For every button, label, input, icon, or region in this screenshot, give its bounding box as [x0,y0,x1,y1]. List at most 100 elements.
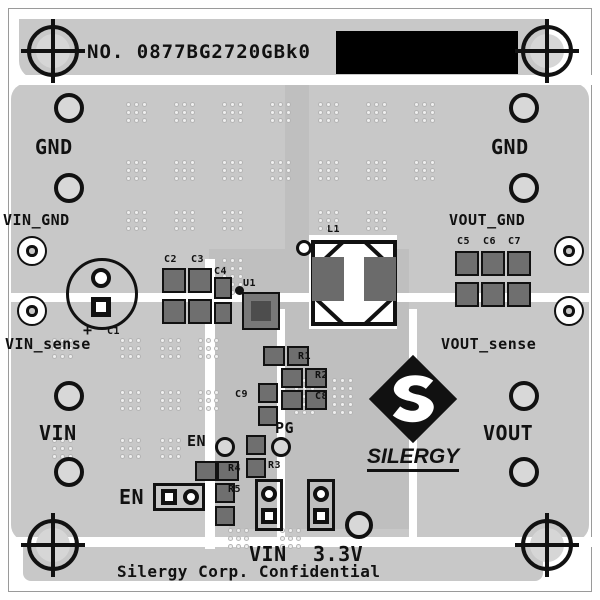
pad-l1-left [312,257,344,301]
pad-r3-top [246,435,266,455]
via-cluster [223,103,245,125]
pad-c9-bottom [258,406,278,426]
silk-pg-label: PG [275,419,295,437]
silk-c8-designator: C8 [315,391,329,402]
pad-r1-right [287,346,309,366]
mask-gap-u1-left [205,259,215,549]
testpoint-vout-gnd[interactable] [554,236,584,266]
footprint-en-jumper[interactable] [153,483,205,511]
pad-c9-top [258,383,278,403]
pad-c2-bottom [162,299,186,324]
terminal-label-vout-sense: VOUT_sense [441,335,537,353]
testpoint-vin-gnd[interactable] [17,236,47,266]
terminal-label-vin-gnd: VIN_GND [3,211,70,229]
pad-c7-bottom [507,282,531,307]
fiducial-top-right [515,19,579,83]
pcb-board: NO. 0877BG2720GBk0 GND VIN_GND VIN_sense… [3,8,593,592]
pad-vin-header-pin1[interactable] [261,486,277,502]
via-cluster [271,161,293,183]
pad-c6-bottom [481,282,505,307]
terminal-hole-gnd-right-upper[interactable] [509,93,539,123]
via-cluster [367,161,389,183]
pad-u1-center [251,301,271,321]
pad-c5-bottom [455,282,479,307]
terminal-hole-vin-upper[interactable] [54,381,84,411]
via-cluster [319,161,341,183]
silk-en-jumper-label: EN [119,485,145,509]
via-cluster [367,103,389,125]
pad-r4-left [195,461,217,481]
testpoint-pg[interactable] [271,437,291,457]
pad-r5-top [215,483,235,503]
terminal-hole-vout-lower[interactable] [509,457,539,487]
terminal-label-vout: VOUT [483,421,534,445]
via-cluster [271,103,293,125]
terminal-hole-vin-lower[interactable] [54,457,84,487]
terminal-label-vin-sense: VIN_sense [5,335,91,353]
pad-c1-positive [91,268,111,288]
mask-gap-top-strip [9,75,593,85]
silergy-wordmark: SILERGY [367,446,460,472]
via-cluster [415,103,437,125]
via-cluster [121,391,143,413]
via-cluster [161,339,183,361]
pad-c3-bottom [188,299,212,324]
via-cluster [53,339,75,361]
footprint-c1 [66,258,138,330]
pad-v33-header-pin1[interactable] [313,486,329,502]
pad-c8-right [305,390,327,410]
pad-c4-top [214,277,232,299]
silk-c3-designator: C3 [191,254,205,265]
pad-c1-negative [91,297,111,317]
terminal-hole-gnd-left-lower[interactable] [54,173,84,203]
silk-c1-designator: C1 [107,326,121,337]
via-cluster [121,439,143,461]
terminal-label-vout-gnd: VOUT_GND [449,211,526,229]
via-cluster [229,529,251,551]
via-cluster [199,391,221,413]
silk-c9-designator: C9 [235,389,249,400]
via-cluster [223,161,245,183]
pad-en-jumper-pin1[interactable] [161,489,177,505]
pad-c6-top [481,251,505,276]
footprint-v33-header[interactable] [307,479,335,531]
pad-r3-bottom [246,458,266,478]
pad-en-jumper-pin2[interactable] [183,489,199,505]
footprint-vin-header[interactable] [255,479,283,531]
via-cluster [127,103,149,125]
fiducial-bottom-left [21,513,85,577]
pad-vin-header-pin2[interactable] [261,508,277,524]
via-cluster [319,211,341,233]
mask-gap-horizontal-upper [9,293,309,302]
silk-r3-designator: R3 [268,460,282,471]
pad-v33-header-pin2[interactable] [313,508,329,524]
via-cluster [367,211,389,233]
via-cluster [161,391,183,413]
via-cluster [175,211,197,233]
testpoint-vin-sense[interactable] [17,296,47,326]
terminal-hole-gnd-right-lower[interactable] [509,173,539,203]
via-cluster [175,161,197,183]
silk-r4-designator: R4 [228,463,242,474]
pad-r4-right [217,461,239,481]
terminal-hole-gnd-left-upper[interactable] [54,93,84,123]
pad-r2-left [281,368,303,388]
terminal-hole-vout-upper[interactable] [509,381,539,411]
via-cluster [121,339,143,361]
via-cluster [199,339,221,361]
pad-c7-top [507,251,531,276]
via-cluster [415,161,437,183]
pad-r2-right [305,368,327,388]
via-cluster [127,211,149,233]
testpoint-en[interactable] [215,437,235,457]
mounting-hole-bottom-center[interactable] [345,511,373,539]
silk-u1-designator: U1 [243,278,257,289]
via-cluster [223,211,245,233]
pad-c2-top [162,268,186,293]
pad-r5-bottom [215,506,235,526]
testpoint-vout-sense[interactable] [554,296,584,326]
silergy-logo-icon [367,353,459,445]
terminal-label-vin: VIN [39,421,77,445]
silk-l1-designator: L1 [327,224,341,235]
